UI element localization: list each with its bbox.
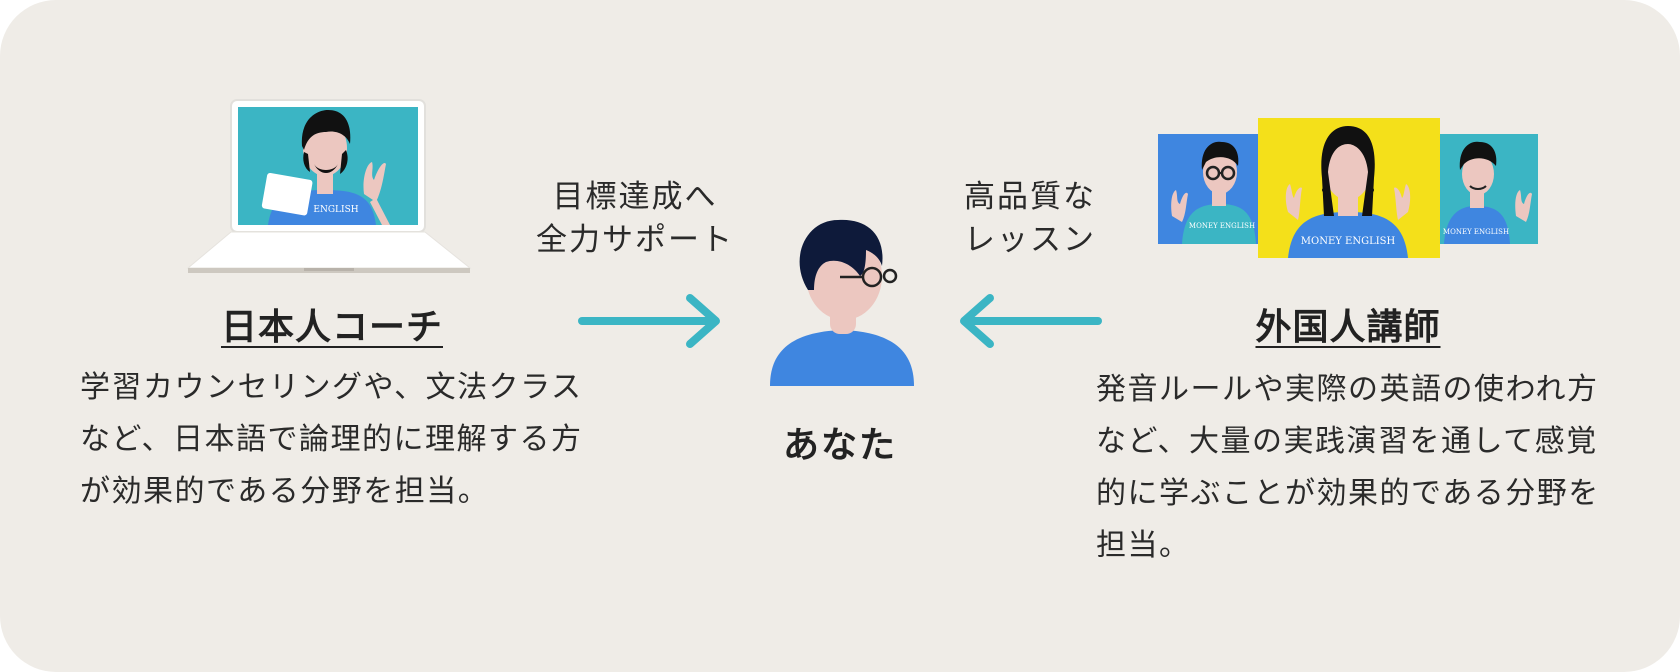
teacher-card-right-text: MONEY ENGLISH [1443, 228, 1509, 236]
laptop-coach-illustration: ENGLISH [186, 99, 472, 273]
teacher-card-center-text: MONEY ENGLISH [1301, 236, 1396, 247]
right-caption-line2: レッスン [964, 222, 1096, 258]
right-caption-line1: 高品質な [964, 179, 1096, 215]
you-label: あなた [782, 425, 897, 466]
left-description: 学習カウンセリングや、文法クラスなど、日本語で論理的に理解する方が効果的である分… [80, 370, 583, 509]
foreign-teachers-illustration: MONEY ENGLISH MONEY ENGLISH MONEY ENGLIS… [1158, 118, 1538, 258]
left-heading: 日本人コーチ [220, 307, 443, 348]
left-caption-line2: 全力サポート [536, 222, 734, 258]
right-arrow-caption: 高品質な レッスン [930, 176, 1130, 262]
arrow-right-icon [578, 294, 720, 348]
left-arrow-caption: 目標達成へ 全力サポート [510, 176, 760, 262]
right-description: 発音ルールや実際の英語の使われ方など、大量の実践演習を通して感覚的に学ぶことが効… [1096, 372, 1600, 563]
arrow-left-icon [960, 294, 1102, 348]
left-caption-line1: 目標達成へ [552, 179, 718, 215]
teacher-card-left-text: MONEY ENGLISH [1189, 222, 1255, 230]
laptop-screen-text: ENGLISH [313, 205, 358, 215]
you-avatar-illustration [770, 219, 914, 386]
right-heading: 外国人講師 [1255, 307, 1441, 348]
